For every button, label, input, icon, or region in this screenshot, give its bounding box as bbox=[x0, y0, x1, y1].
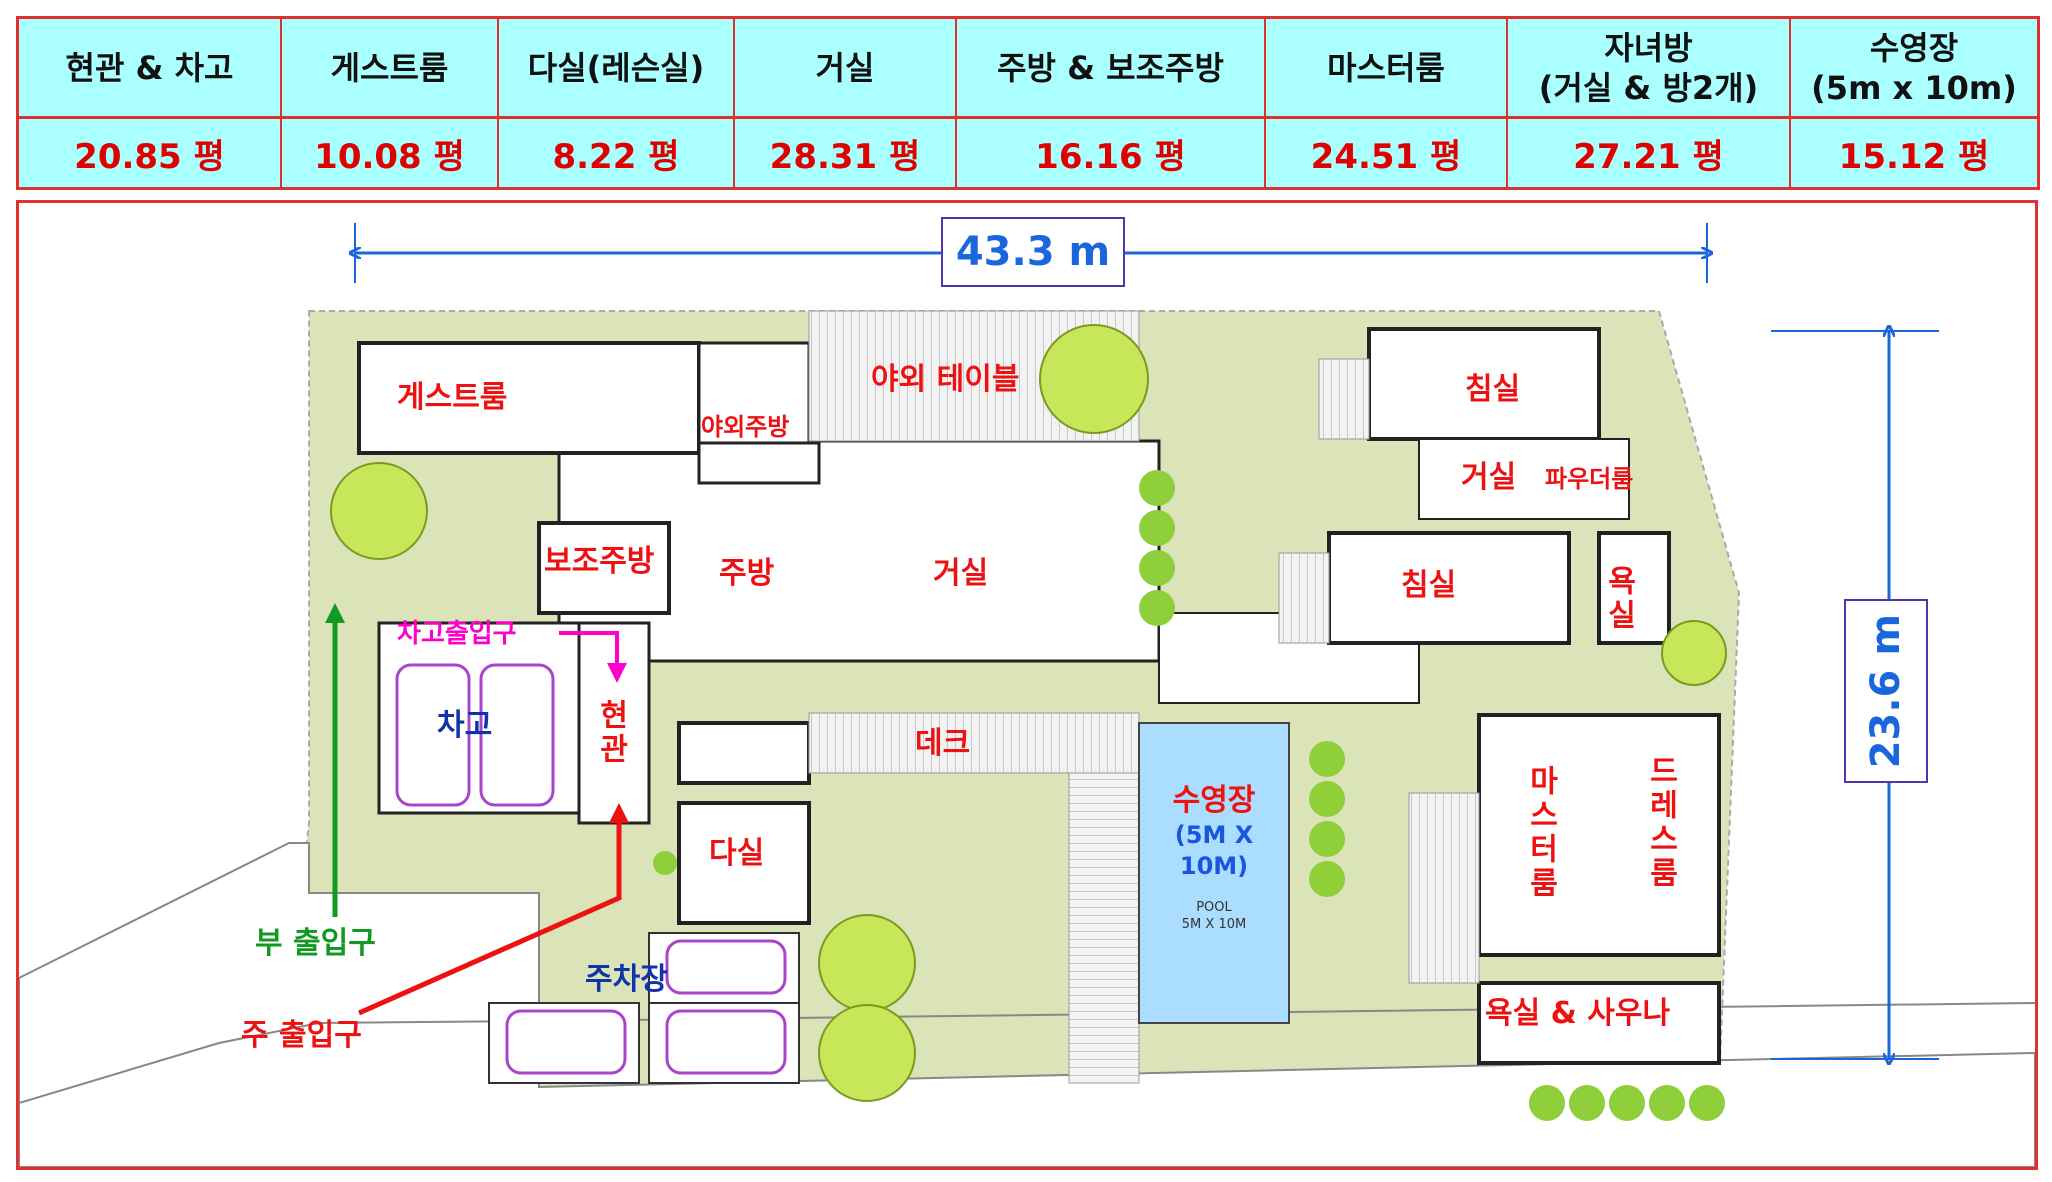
label-guest-room: 게스트룸 bbox=[397, 380, 508, 415]
parking-spaces bbox=[395, 663, 800, 1084]
label-kitchen: 주방 bbox=[719, 556, 775, 591]
label-bath-sauna: 욕실 & 사우나 bbox=[1485, 996, 1671, 1031]
area-col-living: 거실 28.31 평 bbox=[735, 19, 957, 187]
label-bath-1: 욕실 bbox=[1601, 565, 1636, 633]
label-bedroom-1: 침실 bbox=[1465, 372, 1521, 407]
label-main-entrance: 주 출입구 bbox=[241, 1018, 362, 1053]
pool bbox=[1138, 722, 1290, 1024]
area-col-guest-room: 게스트룸 10.08 평 bbox=[282, 19, 499, 187]
label-entrance: 현관 bbox=[593, 699, 628, 767]
area-header: 다실(레슨실) bbox=[499, 19, 733, 119]
label-parking: 주차장 bbox=[585, 962, 668, 997]
house-footprint bbox=[357, 327, 1721, 1065]
label-dress-room: 드레스룸 bbox=[1643, 755, 1678, 891]
area-value: 15.12 평 bbox=[1838, 136, 1990, 177]
area-header: 현관 & 차고 bbox=[19, 19, 280, 119]
label-living: 거실 bbox=[933, 556, 989, 591]
area-table: 현관 & 차고 20.85 평 게스트룸 10.08 평 다실(레슨실) 8.2… bbox=[16, 16, 2040, 190]
entry-arrows bbox=[325, 603, 629, 1016]
label-garage: 차고 bbox=[437, 708, 493, 743]
area-col-tea-room: 다실(레슨실) 8.22 평 bbox=[499, 19, 735, 187]
area-header: 주방 & 보조주방 bbox=[957, 19, 1264, 119]
area-col-pool: 수영장 (5m x 10m) 15.12 평 bbox=[1791, 19, 2037, 187]
label-kids-living: 거실 bbox=[1461, 460, 1517, 495]
label-garage-entry: 차고출입구 bbox=[397, 619, 517, 649]
area-col-kitchen: 주방 & 보조주방 16.16 평 bbox=[957, 19, 1266, 187]
height-dimension-text: 23.6 m bbox=[1863, 613, 1909, 769]
label-deck: 데크 bbox=[915, 726, 971, 761]
area-header: 마스터룸 bbox=[1266, 19, 1506, 119]
area-value: 20.85 평 bbox=[74, 136, 225, 177]
height-dimension-label: 23.6 m bbox=[1844, 599, 1928, 783]
pool-en: POOL bbox=[1196, 900, 1232, 916]
pool-en-size: 5M X 10M bbox=[1181, 917, 1247, 933]
label-master-room: 마스터룸 bbox=[1523, 765, 1558, 901]
area-header: 수영장 (5m x 10m) bbox=[1791, 19, 2037, 119]
label-outdoor-table: 야외 테이블 bbox=[871, 362, 1020, 397]
floor-plan: 43.3 m 23.6 m 게스트룸 야외 테이블 야외주방 보조주방 주방 거… bbox=[16, 200, 2038, 1170]
pool-name: 수영장 bbox=[1172, 783, 1256, 818]
area-col-master: 마스터룸 24.51 평 bbox=[1266, 19, 1508, 187]
area-header-line2: (5m x 10m) bbox=[1811, 68, 2017, 107]
area-header: 자녀방 (거실 & 방2개) bbox=[1508, 19, 1789, 119]
area-header-line1: 자녀방 bbox=[1604, 28, 1693, 67]
area-value: 8.22 평 bbox=[552, 136, 680, 177]
pool-size: (5M X 10M) bbox=[1174, 821, 1254, 881]
area-col-kids: 자녀방 (거실 & 방2개) 27.21 평 bbox=[1508, 19, 1791, 187]
area-header: 거실 bbox=[735, 19, 955, 119]
area-header-line1: 수영장 bbox=[1869, 28, 1959, 67]
area-col-entrance-garage: 현관 & 차고 20.85 평 bbox=[19, 19, 282, 187]
label-powder-room: 파우더룸 bbox=[1545, 465, 1634, 493]
label-side-entrance: 부 출입구 bbox=[255, 926, 376, 961]
label-pool: 수영장 (5M X 10M) POOL 5M X 10M bbox=[1139, 781, 1289, 934]
label-tea-room: 다실 bbox=[709, 836, 765, 871]
label-aux-kitchen: 보조주방 bbox=[544, 544, 655, 579]
area-value: 28.31 평 bbox=[769, 136, 921, 177]
trees bbox=[330, 324, 1727, 1121]
label-bedroom-2: 침실 bbox=[1401, 568, 1457, 603]
area-value: 16.16 평 bbox=[1035, 136, 1186, 177]
floor-plan-drawing bbox=[19, 223, 2035, 1167]
label-outdoor-kitchen: 야외주방 bbox=[701, 413, 790, 441]
area-value: 27.21 평 bbox=[1573, 136, 1724, 177]
width-dimension-label: 43.3 m bbox=[941, 217, 1125, 287]
area-header-line2: (거실 & 방2개) bbox=[1538, 68, 1759, 107]
area-value: 24.51 평 bbox=[1310, 136, 1462, 177]
area-value: 10.08 평 bbox=[314, 136, 465, 177]
area-header: 게스트룸 bbox=[282, 19, 497, 119]
